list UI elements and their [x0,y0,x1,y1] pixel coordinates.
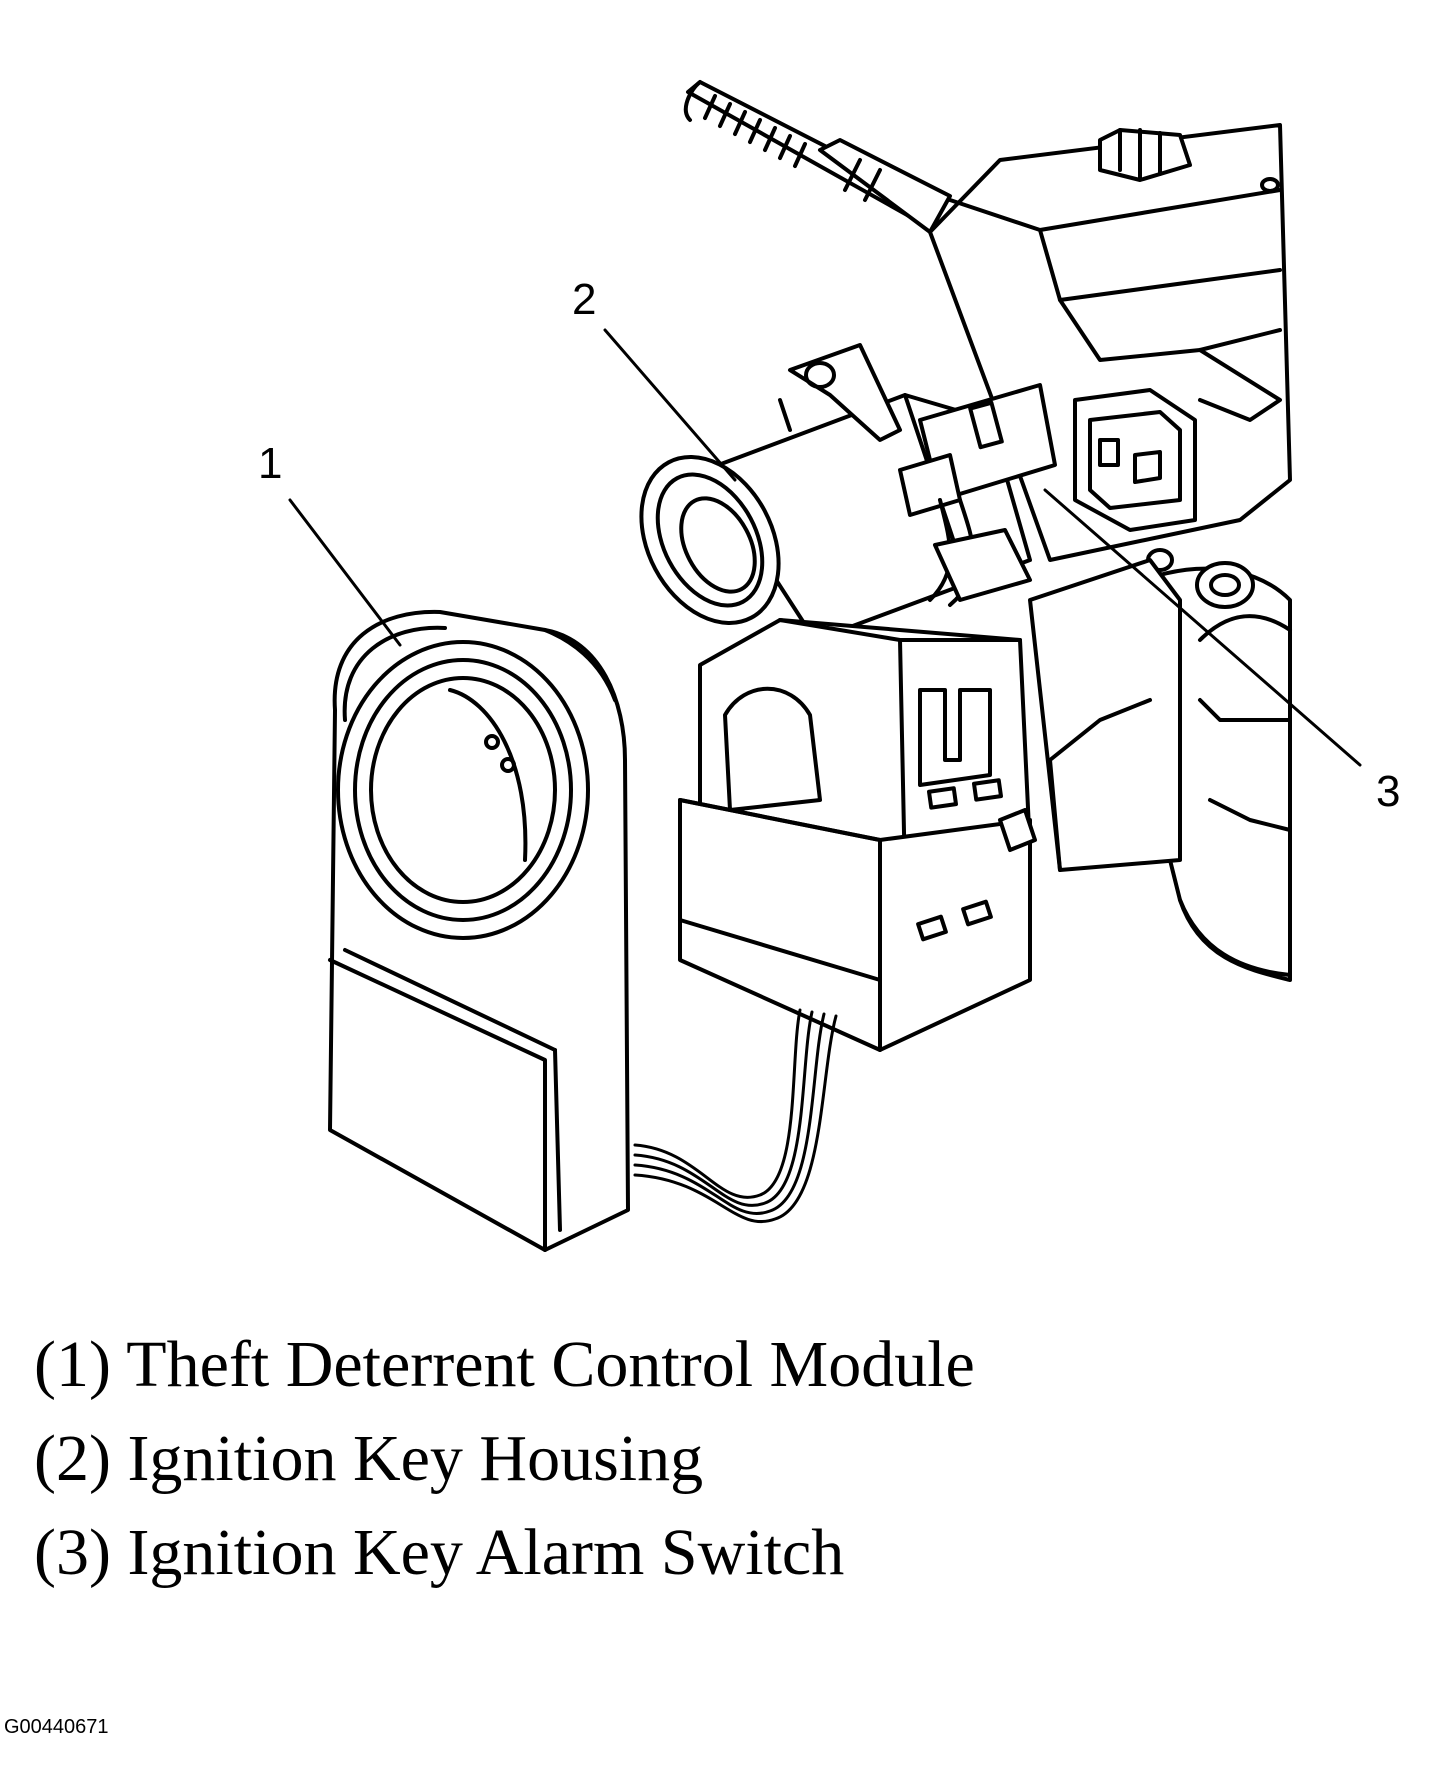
callout-number-1: 1 [258,439,283,488]
legend-item-2: (2) Ignition Key Housing [34,1422,704,1495]
legend: (1) Theft Deterrent Control Module (2) I… [34,1318,975,1600]
wiring-harness [633,1008,838,1224]
lower-connector-block [678,618,1037,1052]
leader-lines [288,328,1362,767]
leader-line-2 [603,328,737,482]
figure-id: G00440671 [4,1716,109,1738]
ignition-key-housing [639,343,1032,642]
callout-number-2: 2 [572,275,597,324]
steering-column-illustration [288,80,1362,1252]
steering-shaft [683,80,952,234]
callout-number-3: 3 [1376,767,1401,816]
leader-line-3 [1043,488,1362,767]
theft-deterrent-control-module [328,609,630,1252]
legend-item-1: (1) Theft Deterrent Control Module [34,1328,975,1401]
ignition-key-alarm-switch [898,383,1057,607]
legend-item-3: (3) Ignition Key Alarm Switch [34,1516,845,1589]
leader-line-1 [288,498,402,647]
